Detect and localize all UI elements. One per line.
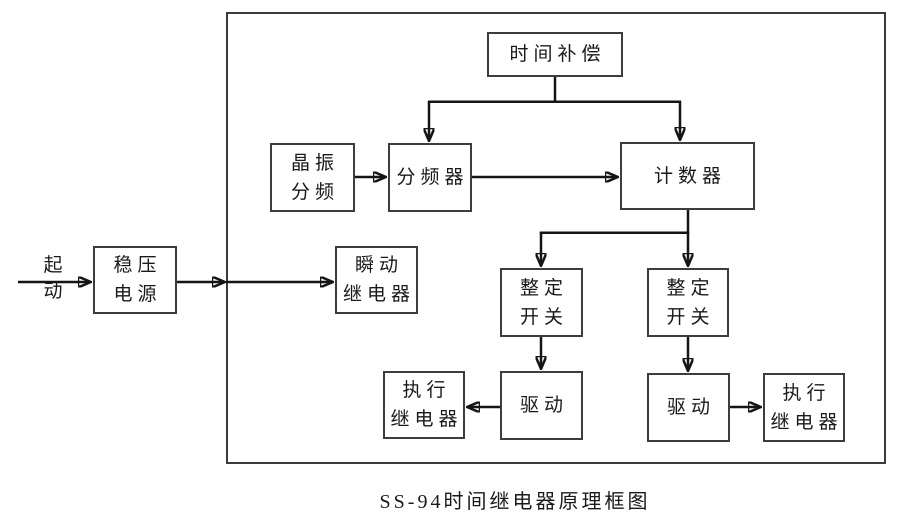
node-label-line: 开关 xyxy=(519,306,568,328)
start-label-line: 起 xyxy=(43,255,68,276)
node-label-line: 晶振 xyxy=(290,152,339,174)
node-drive-right: 驱动 xyxy=(647,373,730,442)
node-label: 时间补偿 xyxy=(509,44,606,65)
node-drive-left: 驱动 xyxy=(500,371,583,440)
node-counter: 计数器 xyxy=(620,142,755,210)
start-label-line: 动 xyxy=(43,281,68,302)
node-label-line: 继电器 xyxy=(390,409,463,430)
start-label: 起 动 xyxy=(36,253,70,305)
node-label-line: 整定 xyxy=(666,277,715,299)
node-instant-relay: 瞬动 继电器 xyxy=(335,246,418,314)
node-label-line: 继电器 xyxy=(342,284,415,305)
node-frequency-divider: 分频器 xyxy=(388,143,472,212)
node-label-line: 瞬动 xyxy=(354,255,403,276)
node-label: 计数器 xyxy=(653,165,726,187)
node-label-line: 整定 xyxy=(519,277,568,299)
node-power-supply: 稳压 电源 xyxy=(93,246,177,314)
node-label-line: 稳压 xyxy=(113,255,162,276)
node-label-line: 开关 xyxy=(666,306,715,328)
node-crystal-divider: 晶振 分频 xyxy=(270,143,355,212)
node-label: 分频器 xyxy=(396,167,469,188)
node-label: 驱动 xyxy=(519,395,568,416)
node-label: 驱动 xyxy=(666,397,715,418)
node-exec-relay-right: 执行 继电器 xyxy=(763,373,845,442)
node-label-line: 电源 xyxy=(113,284,162,305)
node-label-line: 执行 xyxy=(782,382,831,404)
diagram-caption: SS-94时间继电器原理框图 xyxy=(379,491,651,513)
node-time-compensation: 时间补偿 xyxy=(487,32,623,77)
node-label-line: 执行 xyxy=(402,380,451,401)
node-setting-switch-left: 整定 开关 xyxy=(500,268,583,337)
node-label-line: 继电器 xyxy=(770,411,843,433)
node-label-line: 分频 xyxy=(290,181,339,203)
node-setting-switch-right: 整定 开关 xyxy=(647,268,729,337)
node-exec-relay-left: 执行 继电器 xyxy=(383,371,465,439)
